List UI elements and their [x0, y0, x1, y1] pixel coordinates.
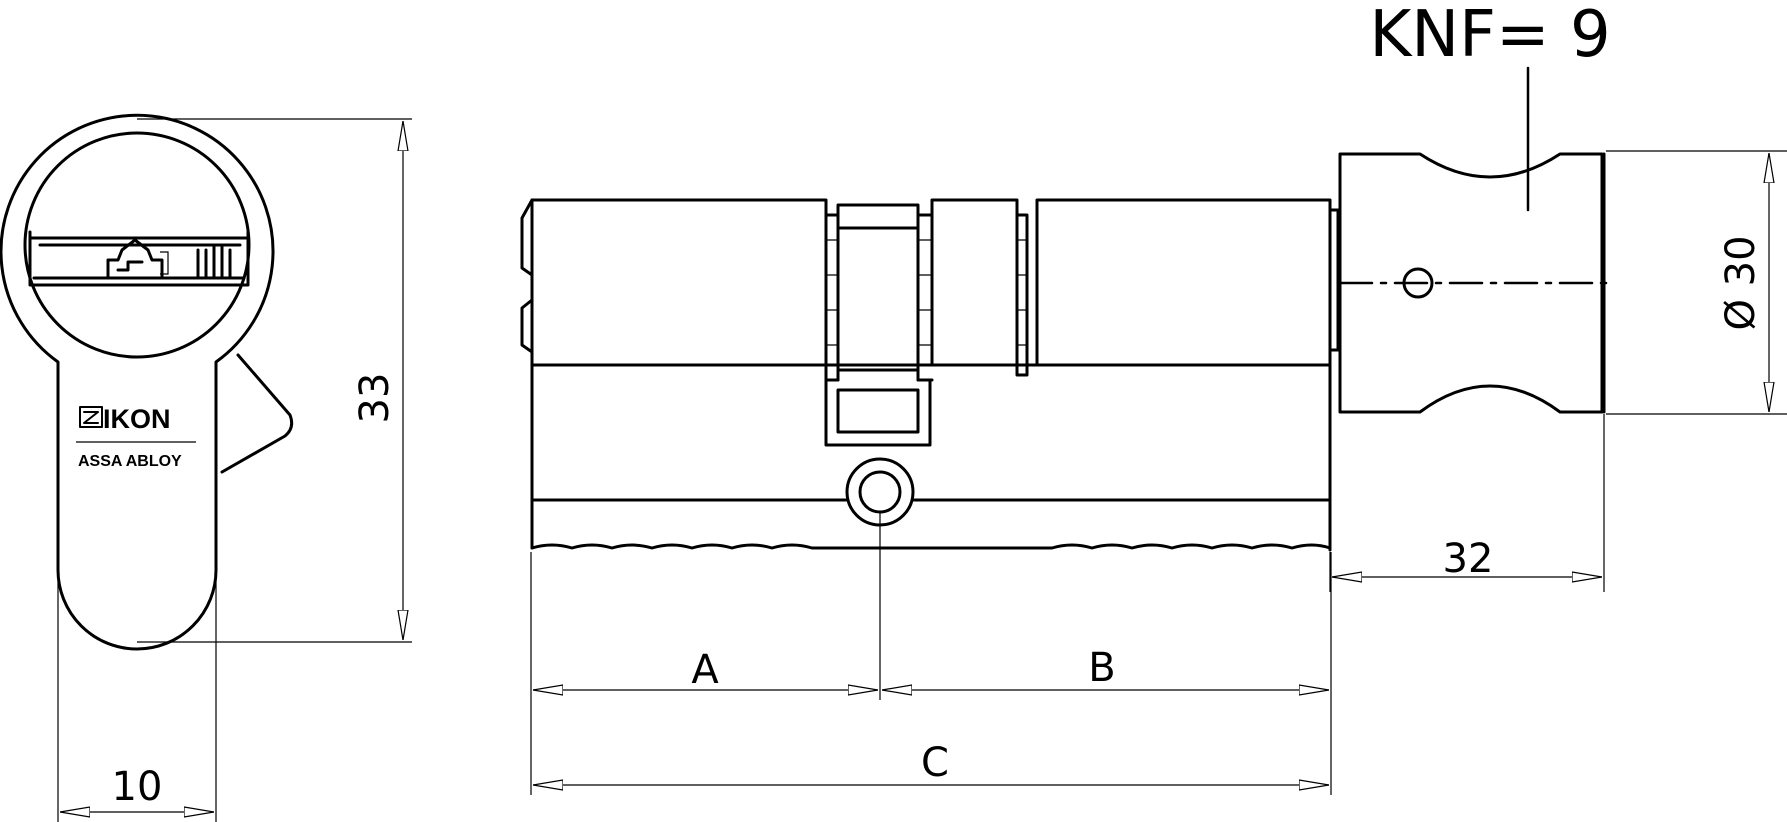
dimension-b-label: B	[1088, 645, 1115, 691]
cam-housing	[824, 198, 1029, 377]
cylinder-profile-outline	[0, 113, 275, 651]
knob-outline	[1338, 152, 1604, 414]
cylinder-right-half	[1035, 198, 1332, 552]
dimension-a-label: A	[691, 647, 719, 693]
cylinder-left-half	[530, 198, 828, 367]
knob-length-label: 32	[1443, 536, 1494, 582]
cam	[220, 353, 294, 474]
side-view	[520, 198, 1340, 552]
knob: KNF= 9 Ø 30 32	[1329, 0, 1787, 592]
knob-diameter-label: Ø 30	[1718, 235, 1764, 330]
knob-type-label: KNF= 9	[1369, 0, 1610, 72]
height-dimension-label: 33	[352, 373, 398, 424]
keyway	[28, 230, 250, 287]
knob-pin-hole	[1402, 267, 1434, 299]
logo-brand: IKON	[103, 404, 171, 434]
cylinder-bottom-edge	[530, 543, 1332, 550]
front-view: IKON ASSA ABLOY 33 10	[0, 113, 412, 822]
cam-side	[824, 378, 932, 447]
ikon-logo: IKON ASSA ABLOY	[76, 404, 196, 470]
width-dimension-label: 10	[112, 764, 163, 810]
logo-company: ASSA ABLOY	[78, 453, 182, 470]
length-dimensions: A B C	[530, 512, 1332, 795]
left-end-cap	[520, 198, 534, 550]
dimension-c-label: C	[921, 740, 949, 786]
